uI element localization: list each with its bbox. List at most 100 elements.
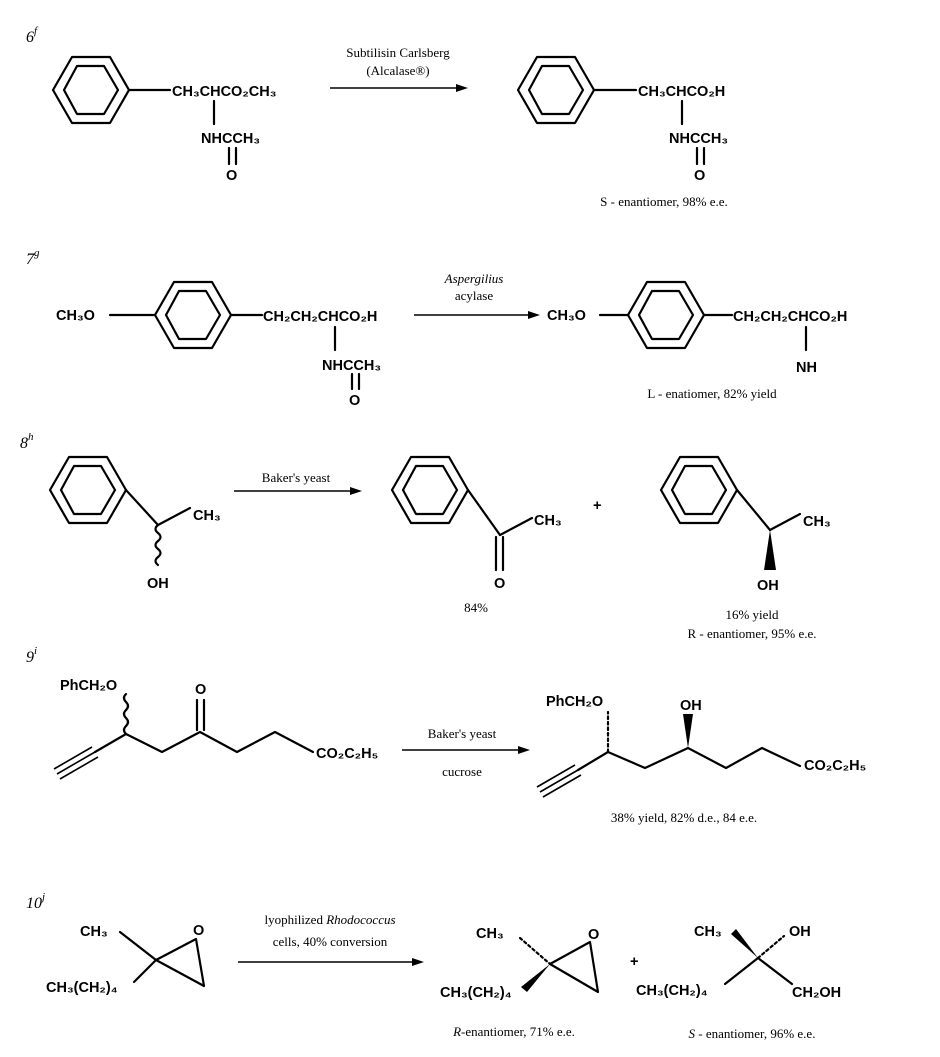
alkyne-bond (53, 746, 93, 770)
hydroxyl-label: OH (757, 578, 779, 594)
reagent-label: Subtilisin Carlsberg (346, 45, 450, 60)
product-ketone: CH₃ O (390, 455, 562, 592)
epoxide-ring (154, 937, 206, 988)
reaction-number: 7g (26, 247, 40, 268)
product-caption: 38% yield, 82% d.e., 84 e.e. (611, 810, 757, 825)
benzene-ring (48, 455, 128, 525)
amine-label: NH (796, 360, 817, 376)
methyl-label: CH₃ (476, 926, 504, 942)
wedge-bond (764, 530, 776, 570)
alkyl-chain-label: CH₃(CH₂)₄ (46, 980, 118, 996)
reaction-7: 7g CH₃O CH₂CH₂CHCO₂H NHCCH₃ O Aspergiliu… (26, 247, 847, 409)
bond (118, 930, 158, 962)
reactant-7: CH₃O CH₂CH₂CHCO₂H NHCCH₃ O (56, 280, 381, 409)
ester-label: CO₂C₂H₅ (804, 758, 866, 774)
carbonyl-oxygen: O (195, 682, 206, 698)
bond (735, 488, 772, 532)
aromatic-circle (670, 464, 728, 516)
reagent-label: Baker's yeast (428, 726, 497, 741)
bond (93, 732, 128, 754)
reagent-label: cells, 40% conversion (273, 934, 388, 949)
wedge-bond (521, 964, 550, 992)
wedge-bond (683, 714, 693, 748)
product-caption: L - enatiomer, 82% yield (647, 386, 777, 401)
methyl-label: CH₃ (80, 924, 108, 940)
reagent-label: acylase (455, 288, 493, 303)
reaction-number: 10j (26, 891, 45, 912)
reaction-arrow-7 (414, 311, 540, 319)
reactant-6: CH₃CHCO₂CH₃ NHCCH₃ O (51, 55, 276, 184)
reaction-8: 8h CH₃ OH Baker's yeast CH₃ O 84% + (20, 431, 831, 641)
side-chain-label: CH₂CH₂CHCO₂H (733, 309, 847, 325)
methyl-label: CH₃ (694, 924, 722, 940)
hydroxymethyl-label: CH₂OH (792, 985, 841, 1001)
reaction-arrow-10 (238, 958, 424, 966)
reactant-9: PhCH₂O O CO₂C₂H₅ (53, 678, 378, 780)
product-caption: R-enantiomer, 71% e.e. (452, 1024, 575, 1039)
alkyne-bond (56, 751, 96, 775)
carbon-chain (124, 730, 315, 754)
epoxide-ring (548, 940, 600, 994)
bond (723, 956, 760, 986)
hydroxyl-label: OH (147, 576, 169, 592)
wavy-bond (154, 523, 162, 567)
epoxide-oxygen: O (588, 927, 599, 943)
reaction-6: 6f CH₃CHCO₂CH₃ NHCCH₃ O Subtilisin Carls… (26, 25, 728, 209)
reaction-10: 10j CH₃ CH₃(CH₂)₄ O lyophilized Rhodococ… (26, 891, 841, 1041)
reagent-label: (Alcalase®) (366, 63, 429, 78)
methoxy-label: CH₃O (56, 308, 95, 324)
methoxy-label: CH₃O (547, 308, 586, 324)
product-caption: S - enantiomer, 96% e.e. (689, 1026, 816, 1041)
reaction-number: 6f (26, 25, 39, 46)
benzyloxy-label: PhCH₂O (60, 678, 117, 694)
hydroxyl-label: OH (789, 924, 811, 940)
carbonyl-oxygen: O (694, 168, 705, 184)
product-caption: R - enantiomer, 95% e.e. (687, 626, 816, 641)
benzene-ring (659, 455, 739, 525)
reaction-9: 9i PhCH₂O O CO₂C₂H₅ Baker's yeast cucros… (26, 645, 866, 825)
methyl-label: CH₃ (534, 513, 562, 529)
bond (466, 488, 502, 537)
product-diol: CH₃ OH CH₃(CH₂)₄ CH₂OH (636, 924, 841, 1001)
hashed-wedge-bond (756, 934, 786, 960)
bond (756, 956, 794, 986)
reagent-label: Aspergilius (444, 271, 504, 286)
aromatic-circle (62, 64, 120, 116)
product-caption: 84% (464, 600, 488, 615)
bond (576, 750, 610, 772)
reaction-arrow-6 (330, 84, 468, 92)
bond (156, 506, 192, 527)
reaction-arrow-9 (402, 746, 530, 754)
aromatic-circle (164, 289, 222, 341)
acetamido-label: NHCCH₃ (669, 131, 728, 147)
reaction-number: 8h (20, 431, 34, 452)
benzene-ring (153, 280, 233, 350)
benzene-ring (390, 455, 470, 525)
bond (132, 958, 158, 984)
bond (124, 488, 160, 527)
plus-sign: + (593, 498, 601, 514)
aromatic-circle (59, 464, 117, 516)
side-chain-label: CH₂CH₂CHCO₂H (263, 309, 377, 325)
product-6: CH₃CHCO₂H NHCCH₃ O (516, 55, 728, 184)
alkyne-bond (59, 756, 99, 780)
carbonyl-oxygen: O (226, 168, 237, 184)
carbonyl-oxygen: O (494, 576, 505, 592)
methyl-label: CH₃ (193, 508, 221, 524)
bond (768, 512, 802, 532)
product-7: CH₃O CH₂CH₂CHCO₂H NH (547, 280, 847, 376)
carbonyl-oxygen: O (349, 393, 360, 409)
reaction-arrow-8 (234, 487, 362, 495)
aromatic-circle (637, 289, 695, 341)
product-epoxide: CH₃ CH₃(CH₂)₄ O (440, 926, 599, 1001)
benzyloxy-label: PhCH₂O (546, 694, 603, 710)
wedge-bond (731, 929, 758, 958)
plus-sign: + (630, 954, 638, 970)
hashed-wedge-bond (518, 936, 552, 966)
wavy-bond (122, 692, 130, 736)
reagent-label: Baker's yeast (262, 470, 331, 485)
product-caption: 16% yield (725, 607, 779, 622)
bond (498, 516, 534, 537)
alkyne-bond (539, 769, 579, 793)
